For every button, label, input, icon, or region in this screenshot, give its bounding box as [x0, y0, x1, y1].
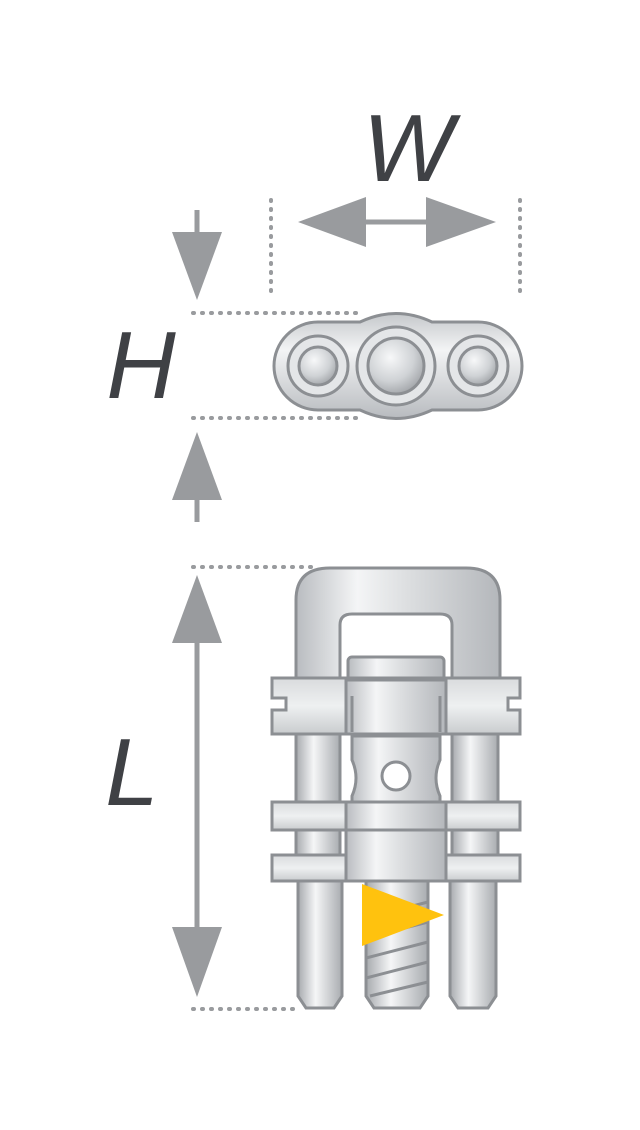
side-view-yellow-indicator	[362, 884, 444, 946]
side-view-pin-left	[296, 879, 344, 1010]
implant-side-view	[270, 566, 522, 1010]
top-view-hole-center	[355, 325, 437, 407]
width-arrowhead-left	[298, 197, 366, 247]
top-view-hole-left	[286, 334, 350, 398]
length-dimension: L	[105, 565, 315, 1011]
side-view-upper-collar	[344, 678, 448, 736]
length-arrowhead-top	[172, 575, 222, 643]
width-arrowhead-right	[426, 197, 496, 247]
side-view-collar-mid	[344, 800, 448, 832]
length-label: L	[105, 719, 158, 826]
side-view-cross-hole	[380, 760, 412, 792]
top-view-hole-right	[446, 334, 510, 398]
width-label: W	[363, 95, 462, 202]
length-arrowhead-bottom	[172, 927, 222, 997]
implant-top-view	[272, 312, 524, 420]
side-view-collar-low	[344, 828, 448, 883]
height-arrowhead-bottom	[172, 432, 222, 500]
width-dimension: W	[269, 95, 522, 298]
height-label: H	[106, 312, 176, 419]
height-arrowhead-top	[172, 232, 222, 300]
height-dimension: H	[106, 210, 364, 522]
side-view-pin-right	[448, 879, 498, 1010]
